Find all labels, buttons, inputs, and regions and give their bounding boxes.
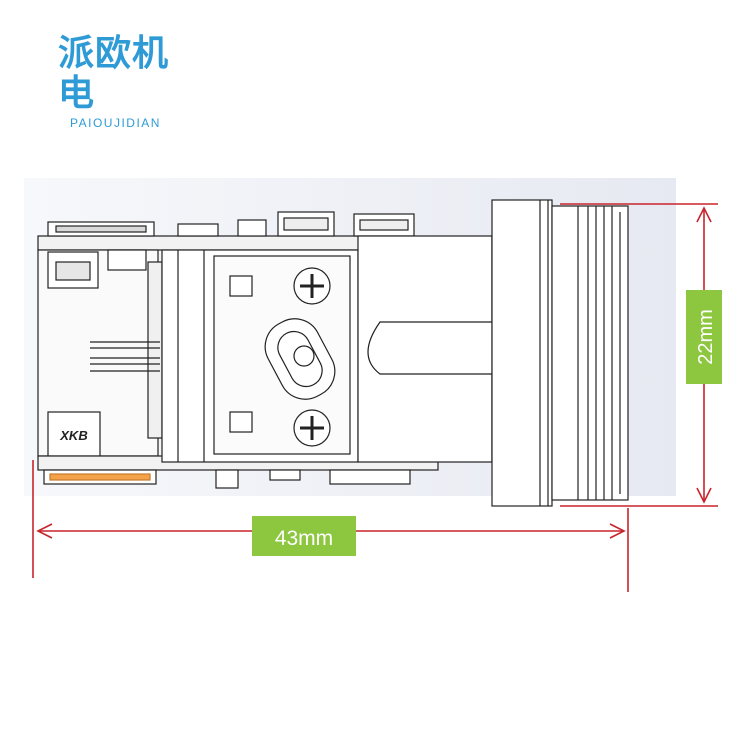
brand-logo-chinese: 派欧机电: [58, 33, 170, 114]
height-arrow-top: [696, 206, 712, 223]
width-arrow-left: [36, 523, 53, 539]
plate-pad-lower: [229, 411, 253, 433]
bottom-connector-contacts: [49, 473, 151, 481]
bottom-component-2: [269, 469, 301, 481]
top-component-4-inner: [359, 219, 409, 231]
top-component-3-inner: [283, 217, 329, 231]
brand-logo: 派欧机电 PAIOUJIDIAN: [58, 33, 198, 131]
left-component-small: [107, 249, 147, 271]
width-label-box: [252, 516, 356, 556]
top-component-1: [177, 223, 219, 237]
screw-top-cross: [300, 274, 324, 298]
camera-module: [37, 199, 629, 507]
adjustment-pin: [293, 345, 315, 367]
width-dimension-label: 43mm: [275, 527, 333, 550]
dimension-annotations: [32, 203, 718, 592]
screw-bottom-cross: [300, 416, 324, 440]
brand-logo-english: PAIOUJIDIAN: [70, 116, 161, 130]
height-dimension-label: 22mm: [695, 309, 717, 365]
top-component-2: [237, 219, 267, 237]
lens-taper: [367, 321, 492, 375]
height-label-box: [686, 290, 722, 384]
pcb-top-strip: [37, 235, 361, 251]
left-component-column: [147, 261, 163, 439]
top-connector-1-pins: [55, 225, 147, 233]
bottom-component-1: [215, 469, 239, 489]
height-arrow-bottom: [696, 487, 712, 504]
left-connector-upper-inner: [55, 261, 91, 281]
lens-thread: [551, 205, 629, 501]
plate-pad-upper: [229, 275, 253, 297]
lens-flange: [491, 199, 553, 507]
bottom-component-3: [329, 469, 411, 485]
part-marking-text: XKB: [59, 428, 87, 443]
width-arrow-right: [609, 523, 626, 539]
